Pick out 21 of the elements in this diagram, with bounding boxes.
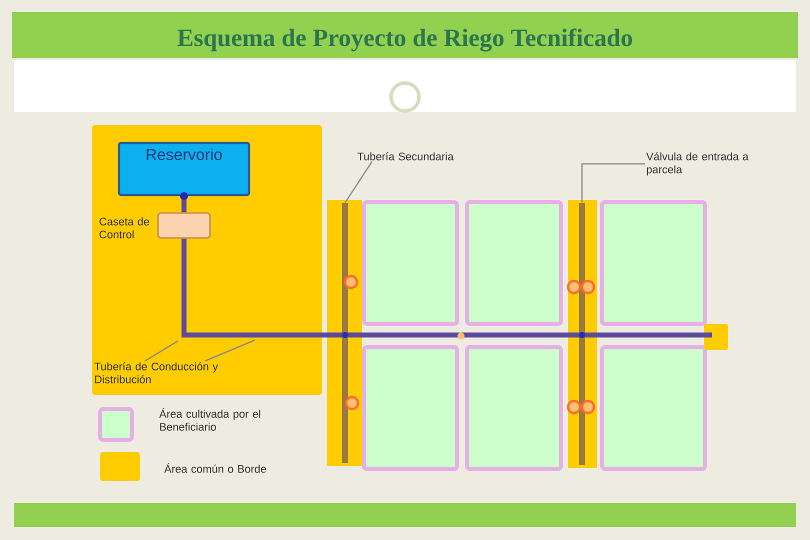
box-caption: Caseta de Control [100, 217, 150, 238]
plot-tile [465, 200, 563, 326]
leader-line [204, 339, 256, 362]
pipe-label: Tubería Secundaria [357, 152, 454, 160]
title: Esquema de Proyecto de Riego Tecnificado [177, 28, 632, 52]
pipe-bar [342, 203, 348, 463]
pipe-label: Tubería de Conducción y Distribución [94, 362, 218, 384]
plot-tile [362, 345, 459, 471]
reservoir-box: Reservorio [118, 142, 250, 196]
plot-tile [362, 200, 459, 326]
plot-tile [465, 345, 563, 471]
pipe-line [180, 192, 188, 212]
plot-tile [600, 345, 707, 471]
plot-tile [600, 200, 707, 326]
valve-label: Válvula de entrada a parcela [646, 152, 749, 176]
legend-text: Área cultivada por el Beneficiario [159, 408, 260, 431]
leader-line [144, 340, 178, 362]
leader-line [581, 163, 645, 203]
pipe-line [182, 238, 712, 338]
pipe-bar [579, 203, 585, 465]
legend-text: Área común o Borde [164, 463, 266, 473]
